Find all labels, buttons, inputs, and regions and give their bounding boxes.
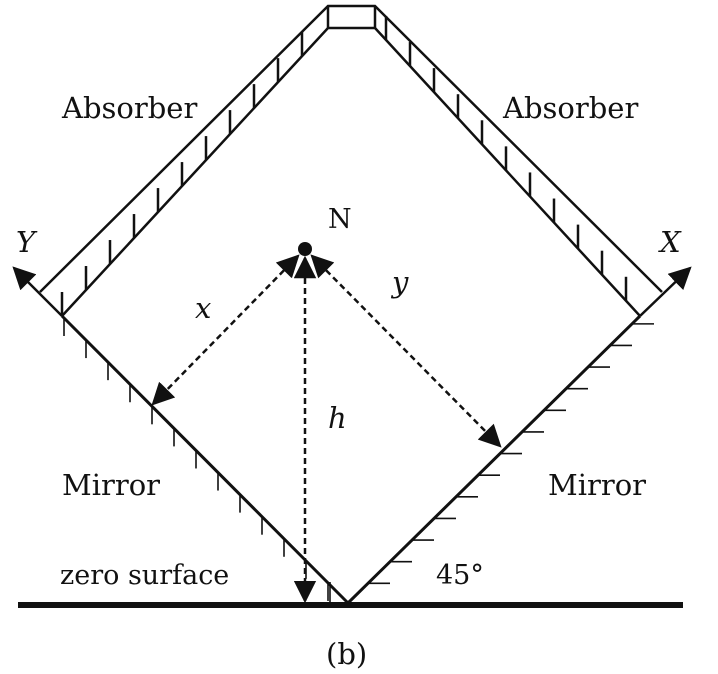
mirror-left-label: Mirror	[62, 468, 160, 502]
angle-label: 45°	[436, 560, 484, 591]
point-n-label: N	[328, 204, 352, 235]
mirror-right-label: Mirror	[548, 468, 646, 502]
x-axis-arrow	[639, 266, 692, 317]
zero-surface-label: zero surface	[60, 560, 229, 591]
distance-y-arrow	[310, 254, 502, 448]
y-axis-arrow	[12, 266, 63, 317]
point-n	[298, 242, 312, 256]
distance-x-label: x	[195, 291, 211, 325]
distance-x-arrow	[151, 254, 300, 406]
figure-caption: (b)	[326, 637, 367, 671]
right-mirror-hatching	[368, 323, 654, 585]
right-mirror-line	[346, 314, 642, 605]
y-axis-label: Y	[16, 225, 38, 259]
absorber-band	[39, 4, 663, 317]
height-h-label: h	[328, 401, 347, 435]
absorber-right-label: Absorber	[502, 91, 638, 125]
absorber-left-label: Absorber	[61, 91, 197, 125]
distance-y-label: y	[390, 265, 409, 299]
x-axis-label: X	[658, 225, 682, 259]
